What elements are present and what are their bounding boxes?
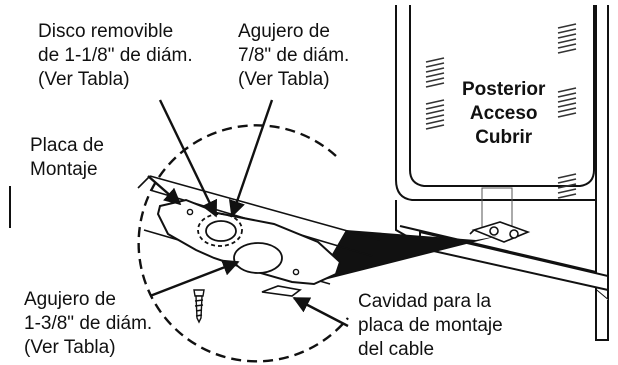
hole-1-3-8-inch (233, 242, 283, 274)
vent-grille-3 (557, 23, 577, 54)
leader-knockout (158, 99, 218, 218)
zoom-wedge (316, 230, 498, 282)
label-mounting-plate-line-1: Placa de (30, 135, 104, 156)
label-hole-1-3-8: Agujero de 1-3/8" de diám. (Ver Tabla) (24, 288, 152, 360)
label-mounting-plate-line-2: Montaje (30, 159, 98, 180)
leader-hole-7-8 (228, 99, 274, 218)
plate-screw-hole-1 (186, 208, 194, 216)
label-knockout-line-1: Disco removible (38, 21, 174, 42)
label-cavity-line-1: Cavidad para la (358, 291, 492, 312)
appliance-rear-panel (395, 5, 609, 341)
leader-mounting-plate (147, 175, 182, 206)
vent-grilles (425, 23, 577, 199)
vent-grille-4 (557, 87, 577, 118)
label-back-cover-line-1: Posterior (462, 79, 546, 100)
label-hole-1-3-8-line-1: Agujero de (24, 289, 116, 310)
mounting-screw (193, 289, 205, 324)
label-mounting-plate: Placa de Montaje (30, 134, 104, 182)
label-cavity: Cavidad para la placa de montaje del cab… (358, 290, 503, 362)
vent-grille-2 (425, 99, 445, 130)
label-knockout: Disco removible de 1-1/8" de diám. (Ver … (38, 20, 193, 92)
label-back-cover-line-2: Acceso (469, 103, 538, 124)
knockout-dashed-circle (197, 213, 243, 247)
label-hole-1-3-8-line-3: (Ver Tabla) (24, 337, 116, 358)
detail-circle-outline (137, 124, 349, 363)
vent-grille-5 (557, 173, 577, 199)
hole-7-8-inch (205, 220, 237, 242)
label-hole-7-8-line-2: 7/8" de diám. (238, 45, 350, 66)
label-back-cover: Posterior Acceso Cubrir (462, 78, 545, 150)
label-hole-7-8: Agujero de 7/8" de diám. (Ver Tabla) (238, 20, 349, 92)
leader-cavity (292, 296, 349, 328)
mounting-plate-on-appliance (469, 187, 531, 243)
vent-grille-1 (425, 57, 445, 88)
plate-screw-hole-2 (292, 268, 300, 276)
label-cavity-line-2: placa de montaje (358, 315, 503, 336)
label-knockout-line-3: (Ver Tabla) (38, 69, 130, 90)
label-cavity-line-3: del cable (358, 339, 435, 360)
detail-view (137, 124, 381, 363)
label-hole-7-8-line-1: Agujero de (238, 21, 330, 42)
label-hole-7-8-line-3: (Ver Tabla) (238, 69, 330, 90)
label-hole-1-3-8-line-2: 1-3/8" de diám. (24, 313, 153, 334)
label-back-cover-line-3: Cubrir (475, 127, 533, 148)
leader-hole-1-3-8 (149, 259, 240, 298)
cable-plate-cavity (261, 285, 302, 297)
label-knockout-line-2: de 1-1/8" de diám. (38, 45, 193, 66)
mounting-plate (156, 198, 342, 286)
